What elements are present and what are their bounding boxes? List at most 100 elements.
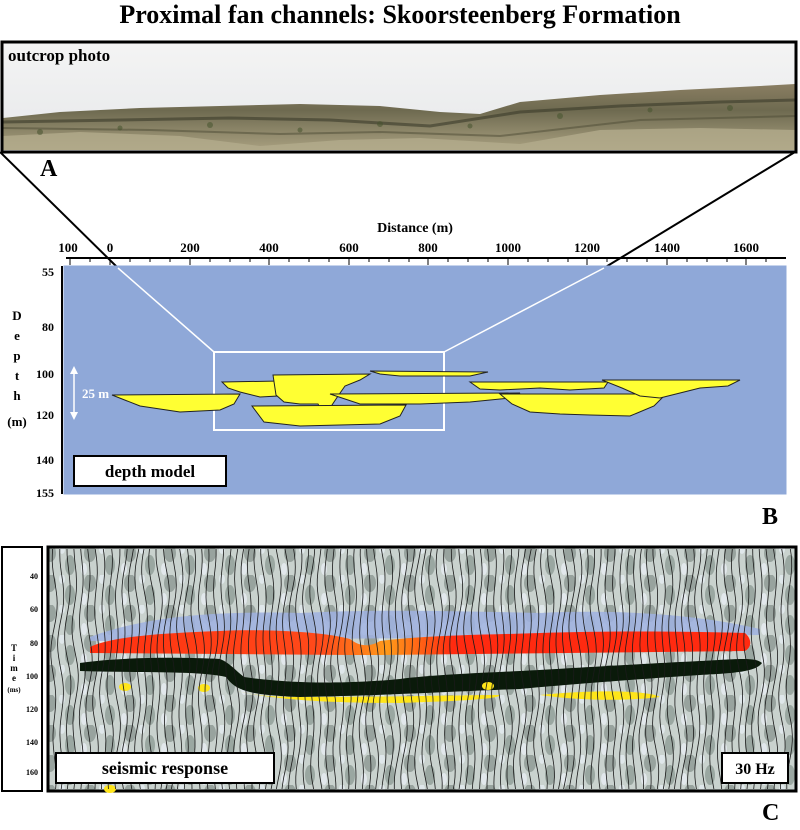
wiggle-trace bbox=[414, 548, 421, 790]
wiggle-trace bbox=[218, 548, 226, 790]
wiggle-trace bbox=[330, 548, 338, 790]
wiggle-trace bbox=[526, 548, 534, 790]
wiggle-trace bbox=[512, 548, 520, 790]
wiggle-trace bbox=[498, 548, 506, 790]
time-tick-label: 160 bbox=[26, 768, 38, 777]
sand-bodies bbox=[111, 370, 741, 427]
wiggle-trace bbox=[148, 548, 156, 790]
wiggle-trace bbox=[120, 548, 128, 790]
panel-letter-b: B bbox=[762, 504, 779, 530]
sand-body bbox=[601, 379, 741, 399]
wiggle-trace bbox=[575, 548, 583, 790]
wiggle-trace bbox=[617, 548, 625, 790]
wiggle-trace bbox=[533, 548, 541, 790]
x-tick-label: 100 bbox=[58, 240, 78, 255]
wiggle-trace bbox=[407, 548, 415, 790]
wiggle-trace bbox=[757, 548, 765, 790]
time-tick-label: 40 bbox=[30, 572, 38, 581]
wiggle-trace bbox=[386, 548, 394, 790]
svg-text:e: e bbox=[14, 328, 20, 343]
wiggle-trace bbox=[547, 548, 555, 790]
wiggle-trace bbox=[99, 548, 107, 789]
wiggle-trace bbox=[337, 548, 345, 790]
wiggle-trace bbox=[785, 548, 793, 789]
x-tick-label: 800 bbox=[418, 240, 438, 255]
wiggle-trace bbox=[309, 548, 317, 790]
wiggle-trace bbox=[456, 548, 464, 790]
x-tick-labels: 100 0 200 400 600 800 1000 1200 1400 160… bbox=[58, 240, 759, 255]
wiggle-trace bbox=[582, 548, 590, 790]
wiggle-trace bbox=[449, 548, 457, 790]
y-tick-label: 155 bbox=[36, 486, 54, 500]
wiggle-trace bbox=[253, 548, 260, 790]
svg-text:e: e bbox=[12, 673, 16, 683]
wiggle-traces bbox=[50, 548, 793, 790]
wiggle-trace bbox=[596, 549, 604, 790]
wiggle-trace bbox=[50, 548, 58, 790]
svg-text:(ms): (ms) bbox=[7, 686, 21, 694]
time-axis-label: T i m e (ms) bbox=[7, 643, 21, 694]
panel-letter-a: A bbox=[40, 156, 58, 182]
wiggle-trace bbox=[71, 548, 79, 790]
time-tick-label: 60 bbox=[30, 605, 38, 614]
svg-text:D: D bbox=[12, 308, 21, 323]
sand-body bbox=[369, 370, 489, 377]
sand-body bbox=[329, 392, 521, 405]
wiggle-trace bbox=[92, 548, 100, 790]
page-title: Proximal fan channels: Skoorsteenberg Fo… bbox=[119, 0, 681, 29]
svg-text:h: h bbox=[13, 388, 21, 403]
wiggle-trace bbox=[316, 548, 324, 790]
wiggle-trace bbox=[260, 548, 268, 790]
wiggle-trace bbox=[701, 548, 709, 790]
x-tick-label: 400 bbox=[259, 240, 279, 255]
y-axis-label: D e p t h (m) bbox=[7, 308, 27, 429]
wiggle-trace bbox=[197, 548, 205, 790]
wiggle-trace bbox=[568, 548, 576, 790]
wiggle-trace bbox=[134, 548, 141, 790]
wiggle-trace bbox=[393, 548, 401, 789]
wiggle-trace bbox=[610, 548, 618, 790]
svg-text:t: t bbox=[15, 368, 20, 383]
wiggle-trace bbox=[155, 549, 163, 790]
wiggle-trace bbox=[505, 548, 513, 790]
wiggle-trace bbox=[631, 548, 639, 790]
wiggle-trace bbox=[288, 548, 296, 790]
wiggle-trace bbox=[561, 548, 569, 790]
wiggle-trace bbox=[708, 548, 716, 790]
svg-text:T: T bbox=[11, 643, 17, 653]
sand-body bbox=[111, 393, 241, 413]
wiggle-trace bbox=[645, 548, 653, 790]
wiggle-trace bbox=[680, 548, 688, 790]
wiggle-trace bbox=[694, 548, 702, 790]
wiggle-trace bbox=[477, 548, 485, 790]
svg-text:m: m bbox=[10, 663, 18, 673]
y-tick-label: 55 bbox=[42, 265, 54, 279]
seismic-response-label: seismic response bbox=[102, 758, 228, 778]
wiggle-trace bbox=[687, 548, 695, 790]
sand-body bbox=[468, 381, 609, 391]
wiggle-trace bbox=[715, 548, 723, 790]
x-tick-label: 200 bbox=[180, 240, 200, 255]
wiggle-trace bbox=[463, 548, 471, 790]
wiggle-trace bbox=[491, 548, 499, 790]
wiggle-trace bbox=[78, 548, 86, 790]
wiggle-trace bbox=[442, 548, 450, 790]
wiggle-trace bbox=[400, 548, 408, 790]
wiggle-trace bbox=[652, 548, 660, 790]
wiggle-trace bbox=[190, 548, 198, 790]
wiggle-trace bbox=[372, 548, 380, 790]
wiggle-trace bbox=[225, 548, 233, 790]
wiggle-trace bbox=[764, 548, 772, 790]
x-tick-label: 0 bbox=[107, 240, 114, 255]
time-tick-labels: 40 60 80 100 120 140 160 bbox=[26, 572, 38, 777]
y-tick-label: 80 bbox=[42, 320, 54, 334]
x-axis-label: Distance (m) bbox=[377, 221, 453, 236]
y-tick-label: 100 bbox=[36, 367, 54, 381]
zoom-box bbox=[213, 351, 445, 431]
wiggle-trace bbox=[589, 548, 597, 790]
wiggle-trace bbox=[484, 548, 492, 789]
y-tick-label: 140 bbox=[36, 453, 54, 467]
reflector-peak bbox=[90, 630, 751, 655]
svg-text:(m): (m) bbox=[7, 414, 27, 429]
